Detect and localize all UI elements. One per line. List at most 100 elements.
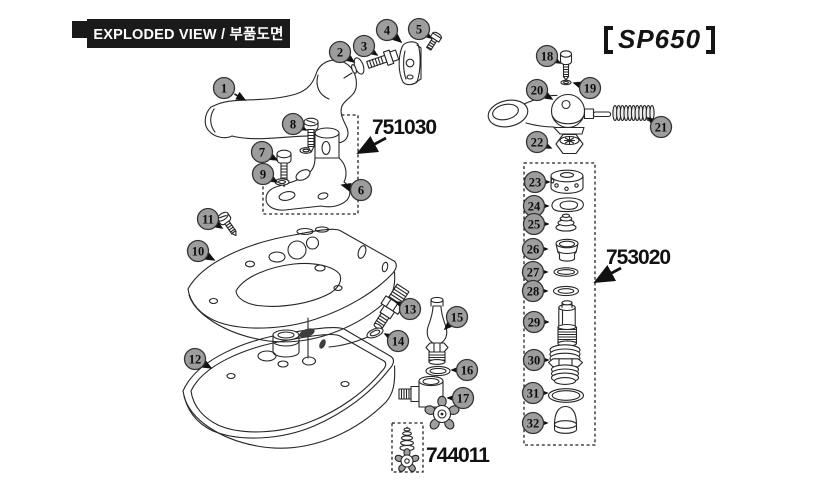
callout-arrow-22 (541, 140, 553, 149)
bracket-part-6-drawing (265, 127, 351, 211)
group-box-744011 (391, 422, 424, 473)
callout-circle-5 (407, 17, 431, 41)
callout-circle-1 (212, 76, 236, 100)
plate-part-4-drawing (398, 41, 422, 86)
callout-number-10: 10 (192, 244, 205, 258)
callout-circle-12 (183, 347, 207, 371)
screw-part-8-drawing (299, 117, 319, 154)
callout-arrow-8 (296, 122, 308, 131)
fitting-part-30-drawing (547, 344, 584, 385)
bracket-left (604, 25, 613, 54)
washer-part-19-drawing (560, 79, 572, 86)
callout-arrow-7 (267, 151, 279, 161)
o-ring-part-31-drawing (547, 388, 585, 403)
callout-number-16: 16 (461, 363, 474, 377)
callout-number-7: 7 (259, 145, 265, 159)
callout-arrow-3 (367, 46, 379, 56)
callout-circle-31 (521, 381, 545, 405)
o-ring-part-27-drawing (553, 267, 579, 277)
lever-part-20-drawing (487, 93, 612, 135)
callout-number-29: 29 (528, 315, 541, 329)
callout-circle-28 (521, 279, 545, 303)
callout-number-3: 3 (361, 39, 367, 53)
callout-circle-4 (375, 18, 399, 42)
model-badge: SP650 (604, 24, 716, 55)
gasket-part-24-drawing (551, 197, 584, 213)
callout-arrow-18 (550, 54, 562, 64)
valve-core-part-29-drawing (557, 300, 578, 347)
callout-circle-30 (522, 348, 546, 372)
callout-number-9: 9 (260, 167, 266, 181)
group-labels: 751030 753020 744011 (356, 116, 671, 467)
valve-body-part-17-drawing (398, 375, 460, 430)
callout-number-30: 30 (528, 353, 541, 367)
callout-circle-26 (521, 237, 545, 261)
callout-arrow-20 (542, 90, 554, 100)
callout-arrow-21 (646, 117, 658, 127)
callout-number-28: 28 (527, 284, 540, 298)
diagram-artwork (182, 31, 655, 472)
ring-part-23-drawing (550, 169, 584, 194)
callout-circle-3 (352, 34, 376, 58)
callout-number-18: 18 (541, 49, 554, 63)
seal-part-25-drawing (555, 213, 577, 232)
group-label-753020: 753020 (606, 246, 670, 269)
cap-part-32-drawing (553, 405, 578, 434)
callout-circle-25 (522, 212, 546, 236)
callout-circle-21 (649, 115, 673, 139)
group-label-751030: 751030 (372, 116, 436, 139)
callout-circle-7 (250, 140, 274, 164)
callout-circle-17 (451, 386, 475, 410)
washer-part-2-drawing (343, 57, 365, 79)
o-ring-part-28-drawing (552, 285, 580, 297)
callout-arrow-5 (421, 29, 433, 39)
callout-arrow-1 (234, 91, 247, 101)
group-label-744011: 744011 (426, 444, 490, 467)
banner-notch (72, 21, 87, 38)
callout-number-17: 17 (457, 391, 470, 405)
callout-arrow-11 (212, 219, 224, 229)
callout-number-6: 6 (358, 183, 364, 197)
bracket-right (706, 25, 716, 54)
callout-number-8: 8 (290, 117, 296, 131)
o-ring-part-16-drawing (425, 365, 451, 377)
callout-number-25: 25 (528, 217, 541, 231)
title-banner: EXPLODED VIEW / 부품도면 (87, 19, 290, 48)
soleplate-part-12-drawing (182, 317, 396, 449)
screw-part-5-drawing (426, 31, 442, 51)
callout-number-19: 19 (584, 81, 597, 95)
callout-circle-23 (523, 170, 547, 194)
callout-arrow-4 (391, 32, 403, 44)
handle-part-1-drawing (204, 59, 357, 144)
callout-arrow-15 (443, 319, 455, 331)
callout-number-20: 20 (531, 83, 544, 97)
callout-circle-9 (251, 162, 275, 186)
needle-valve-drawing (394, 426, 420, 472)
callout-circle-13 (398, 297, 422, 321)
screw-part-18-drawing (559, 50, 573, 81)
iron-body-part-10-drawing (187, 226, 397, 343)
callout-circle-6 (349, 178, 373, 202)
screw-part-11-drawing (217, 211, 237, 237)
callout-arrow-14 (383, 333, 395, 343)
callout-arrow-2 (344, 53, 356, 63)
callout-circle-15 (445, 305, 469, 329)
callout-number-24: 24 (528, 199, 541, 213)
callout-number-12: 12 (189, 352, 202, 366)
seal-part-14-drawing (328, 327, 384, 348)
callout-circle-14 (386, 329, 410, 353)
callout-arrow-13 (394, 301, 406, 310)
callout-arrow-9 (267, 173, 279, 183)
callout-arrow-10 (204, 251, 216, 261)
callout-number-32: 32 (527, 416, 540, 430)
callout-number-11: 11 (202, 212, 214, 226)
callout-arrow-6 (340, 182, 352, 192)
callout-number-22: 22 (531, 135, 544, 149)
washer-part-9-drawing (274, 178, 290, 186)
callout-circle-8 (281, 112, 305, 136)
callout-circle-10 (186, 239, 210, 263)
callout-circle-19 (578, 76, 602, 100)
spring-part-21-drawing (612, 104, 655, 122)
